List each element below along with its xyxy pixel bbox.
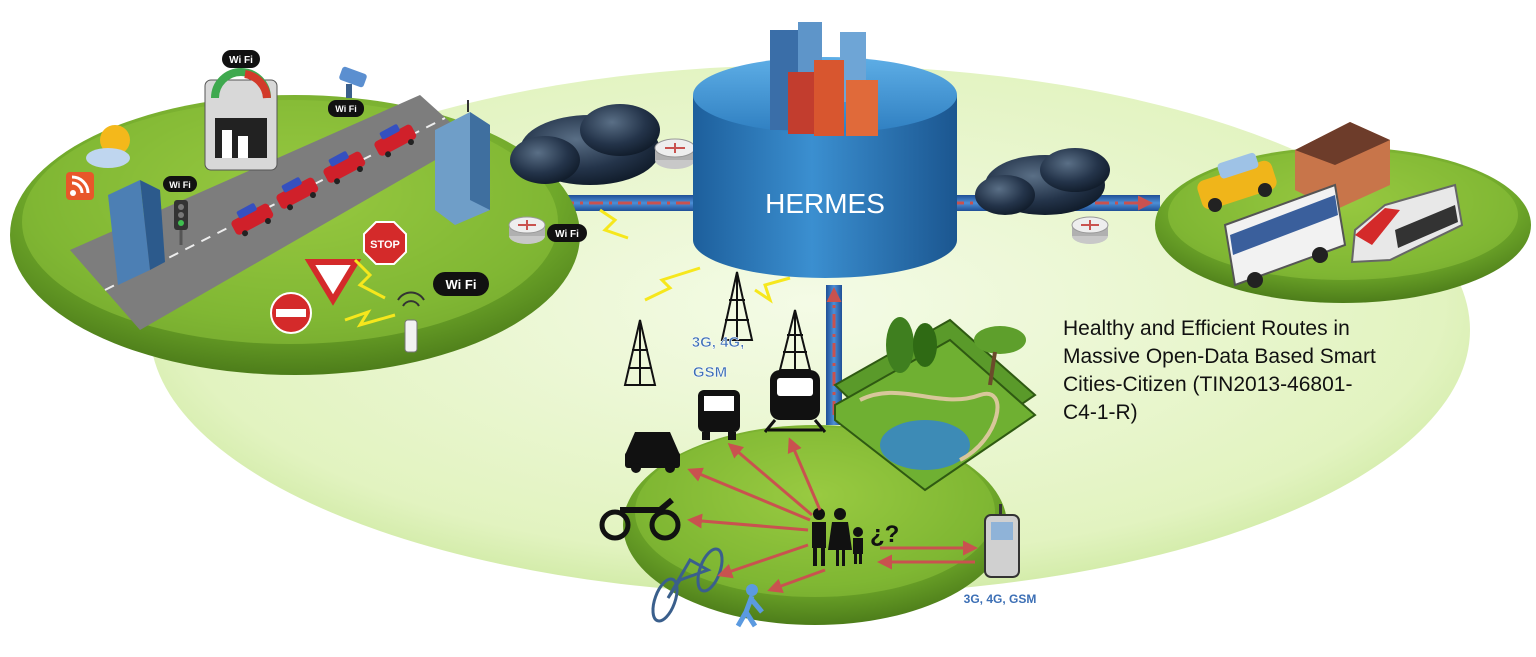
route-arrows [687,437,978,593]
cell-tower-icon [623,319,657,386]
camera-icon [339,66,367,98]
cell-tower-icon [720,271,754,341]
stop-sign-label: STOP [370,239,400,251]
cloud-right-icon [975,148,1110,215]
rss-icon [66,172,94,200]
phone-network-label: 3G, 4G, GSM [964,592,1037,606]
svg-text:Wi Fi: Wi Fi [555,229,579,240]
wifi-icon: Wi Fi [547,224,587,242]
stop-sign-icon: STOP [363,221,407,265]
glass-building-icon [435,100,490,225]
svg-text:Wi Fi: Wi Fi [229,55,253,66]
wifi-icon: Wi Fi [222,50,260,68]
yield-sign-icon [304,259,362,306]
family-icon [812,508,863,566]
router-icon [654,138,696,169]
cars [231,124,417,237]
caption-line: C4-1-R) [1063,401,1138,424]
svg-text:Wi Fi: Wi Fi [446,277,477,292]
cloud-left-icon [510,104,660,185]
skyline-icon [770,22,878,136]
router-icon [1071,216,1109,244]
cell-tower-icon [778,309,812,371]
wifi-icon: Wi Fi [328,100,364,117]
sun-cloud-icon [86,125,130,168]
wifi-icon: Wi Fi [433,272,489,296]
train-front-icon [763,370,827,433]
office-tower-icon [108,180,165,285]
router-icon [508,216,546,244]
park-icon [833,317,1037,492]
motorcycle-icon [599,497,681,541]
mobile-phone-icon [984,504,1020,578]
project-caption: Healthy and Efficient Routes in Massive … [1063,315,1393,427]
no-entry-sign-icon [270,292,312,334]
svg-text:Wi Fi: Wi Fi [335,104,356,114]
train-station-icon [1295,122,1390,210]
pollution-gauge-icon [204,68,278,171]
caption-line: Healthy and Efficient Routes in [1063,317,1350,340]
svg-text:Wi Fi: Wi Fi [169,180,190,190]
pedestrian-icon [735,584,764,628]
high-speed-train-icon [1350,183,1464,264]
wifi-icon: Wi Fi [163,176,197,192]
hub-label: HERMES [765,188,885,219]
caption-line: Cities-Citizen (TIN2013-46801- [1063,373,1353,396]
taxi-icon [1197,152,1277,212]
wifi-router-icon [397,291,425,353]
lightning-bolts [344,208,791,328]
caption-line: Massive Open-Data Based Smart [1063,345,1376,368]
question-mark: ¿? [870,521,899,548]
network-label-line-1: 3G, 4G, [692,334,745,351]
network-label-line-2: GSM [693,364,727,381]
bus-front-icon [698,390,740,440]
hermes-hub: HERMES [693,22,957,278]
traffic-light-icon [174,200,188,245]
car-icon [625,432,680,473]
bus-icon [1223,183,1347,288]
